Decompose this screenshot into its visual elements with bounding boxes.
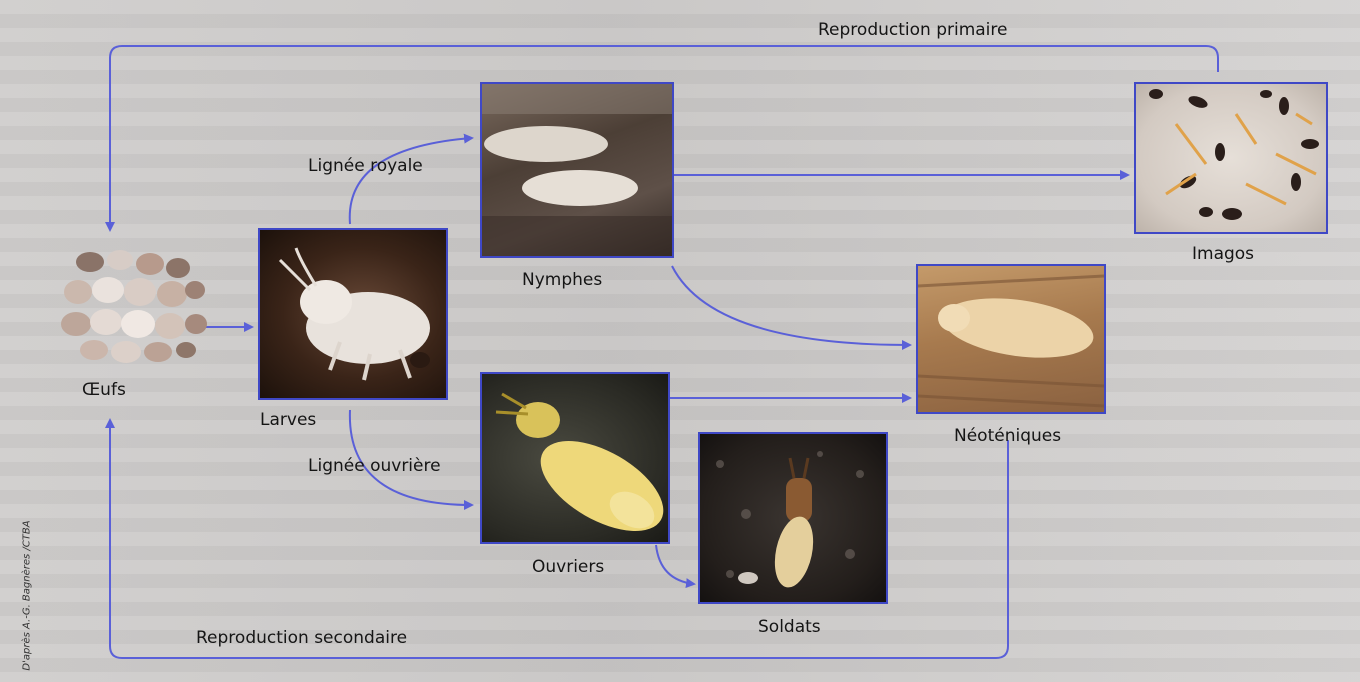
label-lignee-ouvriere: Lignée ouvrière: [308, 456, 441, 476]
arrow-ouvriers-soldats: [656, 545, 694, 584]
label-lignee-royale: Lignée royale: [308, 156, 423, 176]
label-imagos: Imagos: [1192, 244, 1254, 264]
label-reproduction-secondaire: Reproduction secondaire: [196, 628, 407, 648]
label-ouvriers: Ouvriers: [532, 557, 604, 577]
larves-image: [258, 228, 448, 400]
label-nymphes: Nymphes: [522, 270, 602, 290]
arrow-nymphes-neoteniques: [672, 266, 910, 345]
label-neoteniques: Néoténiques: [954, 426, 1061, 446]
neoteniques-image: [916, 264, 1106, 414]
label-oeufs: Œufs: [82, 380, 126, 400]
ouvriers-image: [480, 372, 670, 544]
oeufs-image: [50, 232, 210, 372]
label-soldats: Soldats: [758, 617, 821, 637]
arrow-lignee-royale: [350, 138, 472, 224]
soldats-image: [698, 432, 888, 604]
image-credit: D'après A.-G. Bagnères /CTBA: [22, 520, 33, 670]
label-larves: Larves: [260, 410, 316, 430]
label-reproduction-primaire: Reproduction primaire: [818, 20, 1007, 40]
imagos-image: [1134, 82, 1328, 234]
nymphes-image: [480, 82, 674, 258]
